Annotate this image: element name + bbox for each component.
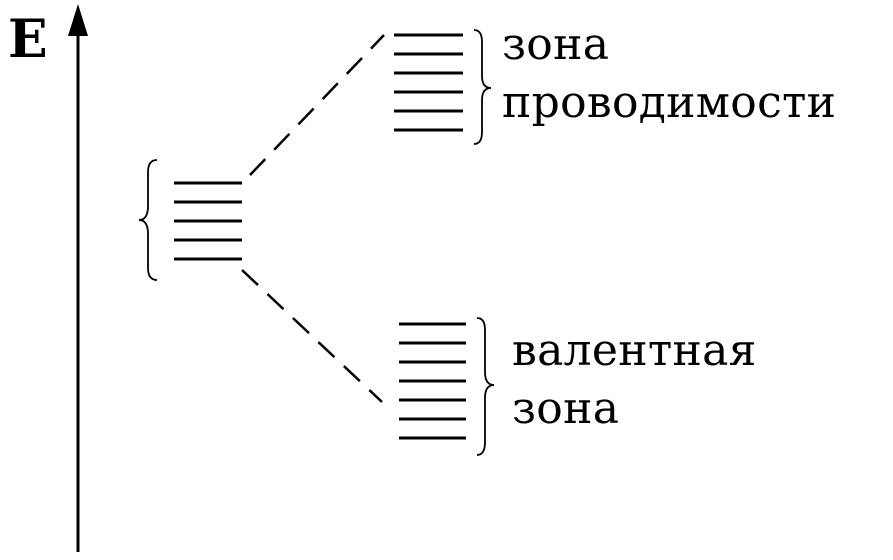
- conduction-band-brace: [473, 29, 492, 145]
- valence-band-brace: [476, 317, 495, 456]
- energy-axis-label: E: [8, 9, 48, 70]
- conduction-band-levels: [394, 33, 463, 132]
- atomic-levels: [174, 181, 242, 261]
- splitting-line-lower: [241, 269, 383, 403]
- valence-band-label-line1: валентная: [512, 325, 757, 376]
- splitting-line-upper: [249, 34, 385, 176]
- conduction-band-label-line1: зона: [502, 19, 610, 70]
- valence-band-levels: [399, 322, 466, 440]
- valence-band-label: валентная зона: [512, 322, 757, 438]
- valence-band-label-line2: зона: [512, 383, 620, 434]
- conduction-band-label: зона проводимости: [502, 16, 836, 132]
- atomic-levels-brace: [138, 159, 158, 281]
- energy-axis-arrowhead: [68, 4, 88, 36]
- conduction-band-label-line2: проводимости: [502, 77, 837, 128]
